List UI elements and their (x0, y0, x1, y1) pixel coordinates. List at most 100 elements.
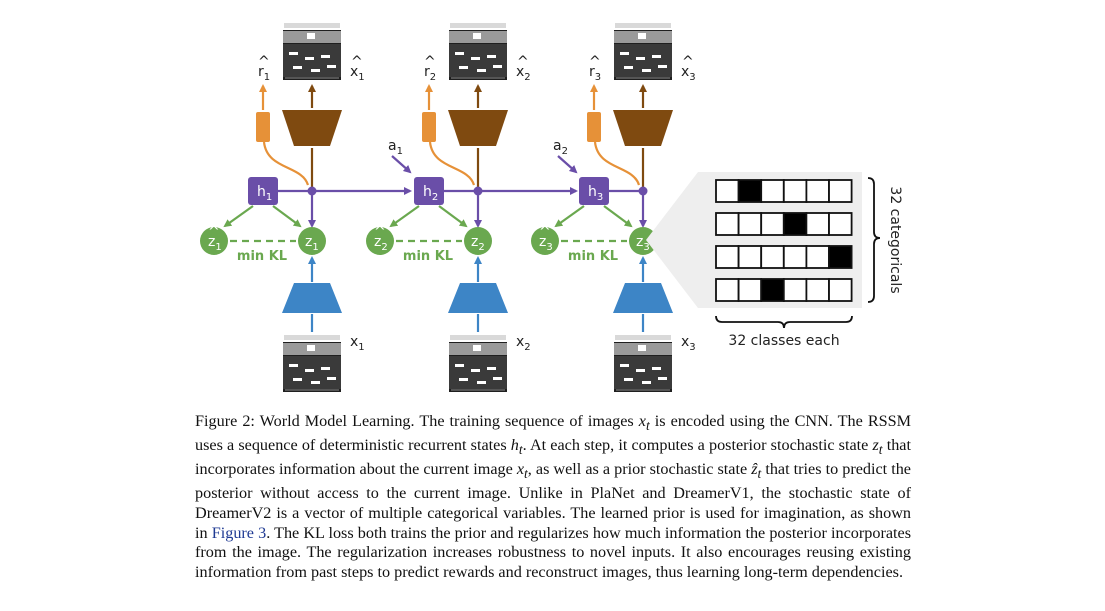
kl-label: min KL (403, 249, 453, 264)
categorical-grid (715, 179, 853, 302)
action-arrows (391, 155, 578, 174)
math-h-t: ht (510, 436, 523, 458)
figure-caption: Figure 2: World Model Learning. The trai… (195, 412, 912, 582)
categorical-cell (782, 179, 808, 203)
math-x-t: xt (638, 412, 650, 434)
reward-head (422, 112, 436, 142)
xhat-label: x1 (350, 64, 365, 83)
categoricals-brace (867, 177, 881, 303)
math-z-t: zt (872, 436, 883, 458)
decoder (448, 110, 508, 146)
h-label: h1 (257, 184, 272, 203)
zhat-node (366, 227, 394, 255)
reconstructed-frame (283, 22, 341, 80)
x-label: x1 (350, 334, 365, 353)
rhat-label: r1 (258, 64, 270, 83)
categorical-cell (782, 278, 808, 302)
categorical-cell (715, 212, 740, 236)
z-node (464, 227, 492, 255)
categorical-cell (737, 245, 763, 269)
input-frame (614, 334, 672, 392)
categorical-cell (737, 179, 763, 203)
categorical-cell (760, 278, 785, 302)
categorical-cell (715, 278, 740, 302)
decoder (613, 110, 673, 146)
rhat-label: r3 (589, 64, 601, 83)
h-label: h2 (423, 184, 438, 203)
z-label: z1 (305, 234, 319, 253)
encoder-cnn (448, 283, 508, 313)
categorical-cell (715, 245, 740, 269)
h-node (248, 177, 278, 205)
decoder (282, 110, 342, 146)
z-label: z2 (471, 234, 485, 253)
h-label: h3 (588, 184, 603, 203)
state-dot (307, 186, 317, 196)
categorical-cell (737, 278, 763, 302)
xhat-label: x3 (681, 64, 696, 83)
categorical-cell (805, 179, 830, 203)
z-node (629, 227, 657, 255)
categorical-cell (828, 278, 853, 302)
rhat-hat: ^ (589, 54, 601, 70)
classes-brace (715, 315, 853, 329)
state-dot (473, 186, 483, 196)
action-label: a2 (553, 138, 568, 157)
categorical-cell (715, 179, 740, 203)
categorical-cell (737, 212, 763, 236)
categorical-cell (805, 245, 830, 269)
categorical-cell (760, 245, 785, 269)
reward-head (256, 112, 270, 142)
xhat-label: x2 (516, 64, 531, 83)
x-label: x2 (516, 334, 531, 353)
xhat-hat: ^ (682, 54, 694, 70)
rhat-hat: ^ (424, 54, 436, 70)
reconstructed-frame (614, 22, 672, 80)
math-x-t-2: xt (516, 460, 528, 482)
figure-3-link[interactable]: Figure 3 (211, 523, 267, 542)
zhat-label: z3 (539, 234, 553, 253)
classes-label: 32 classes each (728, 333, 839, 349)
categorical-cell (805, 212, 830, 236)
categorical-panel: 32 categoricals 32 classes each (646, 172, 903, 349)
input-frame (449, 334, 507, 392)
xhat-hat: ^ (517, 54, 529, 70)
zhat-hat: ^ (374, 224, 386, 240)
categorical-cell (828, 245, 853, 269)
encoder-cnn (282, 283, 342, 313)
rhat-label: r2 (424, 64, 436, 83)
math-zhat-t: ẑt (751, 460, 762, 482)
zhat-label: z2 (374, 234, 388, 253)
categorical-cell (782, 212, 808, 236)
kl-label: min KL (237, 249, 287, 264)
rhat-hat: ^ (258, 54, 270, 70)
z-label: z3 (636, 234, 650, 253)
reward-head (587, 112, 601, 142)
z-node (298, 227, 326, 255)
kl-label: min KL (568, 249, 618, 264)
x-label: x3 (681, 334, 696, 353)
zhat-hat: ^ (208, 224, 220, 240)
input-frame (283, 334, 341, 392)
categorical-cell (828, 212, 853, 236)
categorical-cell (760, 179, 785, 203)
categorical-cell (828, 179, 853, 203)
categorical-cell (760, 212, 785, 236)
zhat-node (531, 227, 559, 255)
reconstructed-frame (449, 22, 507, 80)
caption-lead: Figure 2: World Model Learning. The trai… (195, 412, 639, 430)
zhat-hat: ^ (539, 224, 551, 240)
zhat-node (200, 227, 228, 255)
h-node (414, 177, 444, 205)
h-node (579, 177, 609, 205)
categorical-cell (782, 245, 808, 269)
categorical-cell (805, 278, 830, 302)
state-dot (638, 186, 648, 196)
zhat-label: z1 (208, 234, 222, 253)
categoricals-label: 32 categoricals (887, 186, 903, 293)
action-label: a1 (388, 138, 403, 157)
